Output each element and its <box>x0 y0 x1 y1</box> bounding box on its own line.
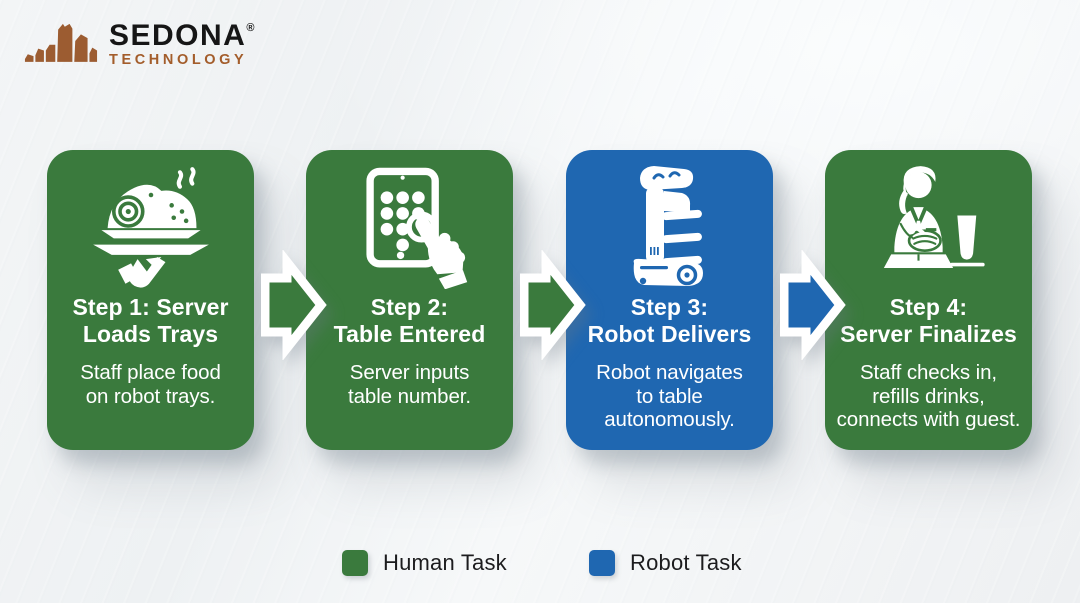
step-desc-line: table number. <box>348 384 471 408</box>
sedona-logo: SEDONA® TECHNOLOGY <box>24 13 254 69</box>
step-title: Step 1: Server Loads Trays <box>72 294 228 348</box>
step-desc-line: Robot navigates <box>596 361 743 384</box>
step-card-4: Step 4: Server Finalizes Staff checks in… <box>825 150 1032 450</box>
red-rocks-icon <box>24 23 98 62</box>
logo-subbrand: TECHNOLOGY <box>109 52 248 68</box>
step-title-line: Server Finalizes <box>840 321 1017 347</box>
step-title-line: Table Entered <box>333 321 486 347</box>
arrow-right-icon <box>780 250 846 360</box>
step-desc-line: to table <box>636 384 703 408</box>
step-title: Step 4: Server Finalizes <box>840 294 1017 348</box>
step-desc-line: Staff place food <box>80 361 221 384</box>
step-desc: Robot navigates to table autonomously. <box>596 361 743 432</box>
step-title: Step 3: Robot Delivers <box>588 294 752 348</box>
step-title-line: Step 4: <box>889 294 968 320</box>
arrow-right-icon <box>261 250 327 360</box>
logo-brand: SEDONA® <box>109 13 254 51</box>
step-desc-line: Server inputs <box>349 361 470 384</box>
step-title-line: Robot Delivers <box>587 321 752 347</box>
hand-serving-tray-icon <box>89 159 213 293</box>
robot-task-swatch-icon <box>589 550 615 576</box>
step-desc-line: connects with guest. <box>836 408 1021 431</box>
step-title-line: Step 1: Server <box>72 294 229 320</box>
step-title-line: Loads Trays <box>82 321 219 347</box>
registered-mark: ® <box>246 22 255 34</box>
tablet-keypad-touch-icon <box>347 159 473 293</box>
logo-brand-text: SEDONA <box>109 19 247 52</box>
human-task-swatch-icon <box>342 550 368 576</box>
step-title-line: Step 3: <box>630 294 709 320</box>
legend-item-robot-task: Robot Task <box>589 550 742 576</box>
arrow-right-icon <box>520 250 586 360</box>
step-desc-line: on robot trays. <box>85 384 216 408</box>
step-card-1: Step 1: Server Loads Trays Staff place f… <box>47 150 254 450</box>
legend-item-human-task: Human Task <box>342 550 507 576</box>
step-card-2: Step 2: Table Entered Server inputs tabl… <box>306 150 513 450</box>
step-desc: Staff checks in, refills drinks, connect… <box>837 361 1021 432</box>
logo-wordmark: SEDONA® TECHNOLOGY <box>109 13 254 69</box>
step-desc: Server inputs table number. <box>348 361 471 408</box>
legend-label: Robot Task <box>630 550 742 575</box>
delivery-robot-icon <box>609 159 731 293</box>
step-desc: Staff place food on robot trays. <box>80 361 221 408</box>
step-desc-line: Staff checks in, <box>859 361 998 384</box>
legend-label: Human Task <box>383 550 507 575</box>
step-desc-line: autonomously. <box>604 408 735 431</box>
step-desc-line: refills drinks, <box>872 384 985 408</box>
step-card-3: Step 3: Robot Delivers Robot navigates t… <box>566 150 773 450</box>
step-title-line: Step 2: <box>370 294 449 320</box>
waitress-notepad-icon <box>866 159 992 293</box>
step-title: Step 2: Table Entered <box>334 294 486 348</box>
